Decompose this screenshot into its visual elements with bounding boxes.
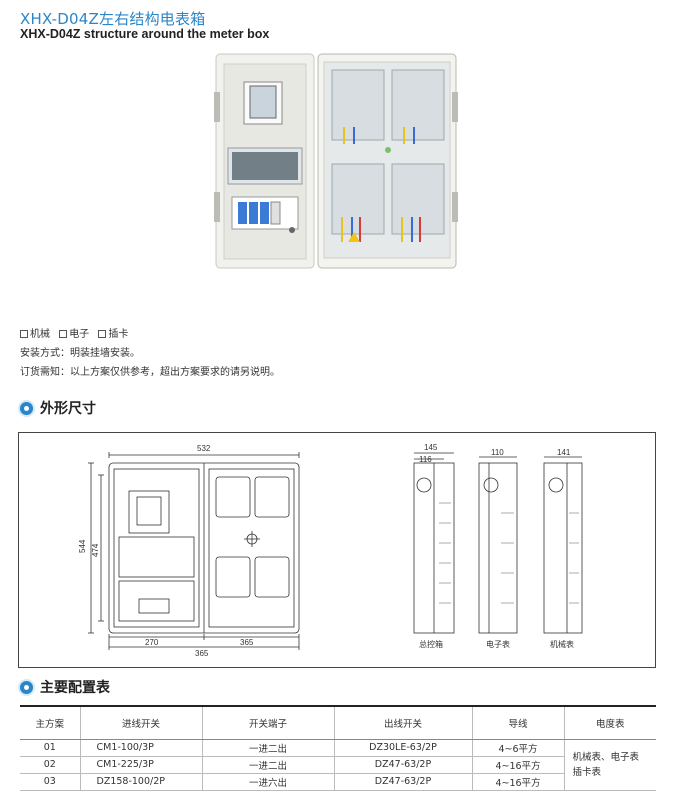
col-header-inlet: 进线开关 xyxy=(79,705,202,740)
bullet-icon xyxy=(20,401,33,415)
caption-electronic: 电子表 xyxy=(486,639,510,649)
table-row: 03 DZ158-100/2P 一进六出 DZ47-63/2P 4~16平方 xyxy=(20,773,656,791)
dim-width: 532 xyxy=(197,444,211,453)
table-row: 02 CM1-225/3P 一进二出 DZ47-63/2P 4~16平方 xyxy=(20,756,656,774)
page-title-cn: XHX-D04Z左右结构电表箱 xyxy=(20,10,206,28)
option-electronic[interactable]: 电子 xyxy=(59,329,89,340)
checkbox-icon[interactable] xyxy=(59,330,68,338)
order-notice: 订货需知：以上方案仅供参考，超出方案要求的请另说明。 xyxy=(20,367,280,378)
col-header-wire: 导线 xyxy=(471,705,564,740)
dim-bottom-right: 365 xyxy=(240,638,254,647)
section-config-heading: 主要配置表 xyxy=(20,678,110,696)
dim-height-inner: 474 xyxy=(91,543,100,557)
meter-box-photo xyxy=(214,53,458,269)
checkbox-icon[interactable] xyxy=(98,330,107,338)
dim-side-total-outer: 145 xyxy=(424,443,438,452)
table-row: 01 CM1-100/3P 一进二出 DZ30LE-63/2P 4~6平方 机械… xyxy=(20,739,656,791)
dim-bottom-total: 365 xyxy=(195,649,209,658)
dim-side-total-inner: 116 xyxy=(419,455,432,464)
checkbox-icon[interactable] xyxy=(20,330,28,338)
dim-bottom-left: 270 xyxy=(145,638,159,647)
meter-type-options: 机械 电子 插卡 xyxy=(20,325,134,340)
col-header-terminal: 开关端子 xyxy=(201,705,334,740)
dim-side-electronic: 110 xyxy=(491,448,504,457)
install-method: 安装方式：明装挂墙安装。 xyxy=(20,348,140,359)
col-header-meter: 电度表 xyxy=(563,705,656,740)
col-header-outlet: 出线开关 xyxy=(333,705,472,740)
config-table: 主方案 进线开关 开关端子 出线开关 导线 电度表 01 CM1-100/3P … xyxy=(20,705,656,791)
col-header-scheme: 主方案 xyxy=(20,705,80,740)
page-title-en: XHX-D04Z structure around the meter box xyxy=(20,27,270,41)
meter-types-cell: 机械表、电子表 插卡表 xyxy=(563,739,656,791)
dim-height-outer: 544 xyxy=(78,539,87,553)
caption-mechanical: 机械表 xyxy=(550,639,574,649)
dim-side-mechanical: 141 xyxy=(557,448,571,457)
section-dimensions-heading: 外形尺寸 xyxy=(20,399,96,417)
table-header-row: 主方案 进线开关 开关端子 出线开关 导线 电度表 xyxy=(20,705,656,740)
option-card[interactable]: 插卡 xyxy=(98,329,128,340)
bullet-icon xyxy=(20,680,33,694)
option-mechanical[interactable]: 机械 xyxy=(20,329,50,340)
dimension-drawing: 532 544 474 270 365 365 145 116 110 141 … xyxy=(78,443,583,658)
caption-total-box: 总控箱 xyxy=(419,639,443,649)
dimension-drawing-panel: 532 544 474 270 365 365 145 116 110 141 … xyxy=(18,432,656,668)
